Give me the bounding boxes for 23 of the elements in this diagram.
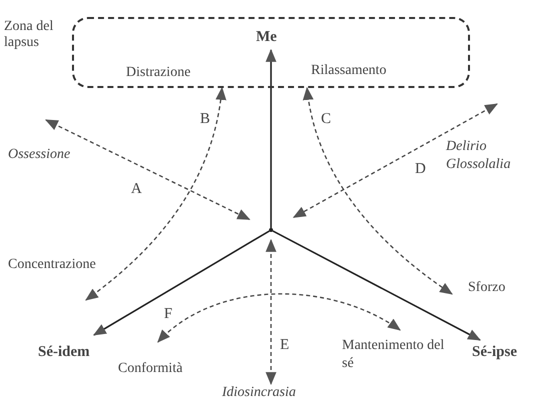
- concept-label: Concentrazione: [8, 256, 124, 274]
- concept-label: Idiosincrasia: [222, 384, 322, 402]
- concept-label: Delirio Glossolalia: [446, 138, 532, 176]
- concept-label: Sé-ipse: [472, 343, 534, 361]
- concept-label: Ossessione: [8, 146, 92, 164]
- dashed-arrow: [157, 293, 401, 343]
- concept-label: Distrazione: [126, 64, 220, 82]
- zone-heading: Zona del lapsus: [4, 19, 54, 51]
- concept-label: Me: [256, 28, 286, 46]
- arrow: [266, 48, 276, 228]
- dashed-arrow: [85, 86, 226, 301]
- concept-label: Sé-idem: [38, 343, 102, 361]
- concept-label: Sforzo: [468, 279, 518, 297]
- concept-label: Mantenimento del sé: [342, 337, 446, 373]
- concept-label: Rilassamento: [311, 62, 415, 80]
- arrow: [93, 230, 270, 336]
- dashed-arrow: [292, 103, 498, 218]
- dashed-arrow: [303, 86, 453, 295]
- arrow: [272, 230, 481, 341]
- concept-label: Conformità: [118, 360, 206, 378]
- dashed-arrow: [266, 238, 276, 386]
- dashed-arrow: [45, 119, 250, 220]
- junction-point: [269, 228, 273, 232]
